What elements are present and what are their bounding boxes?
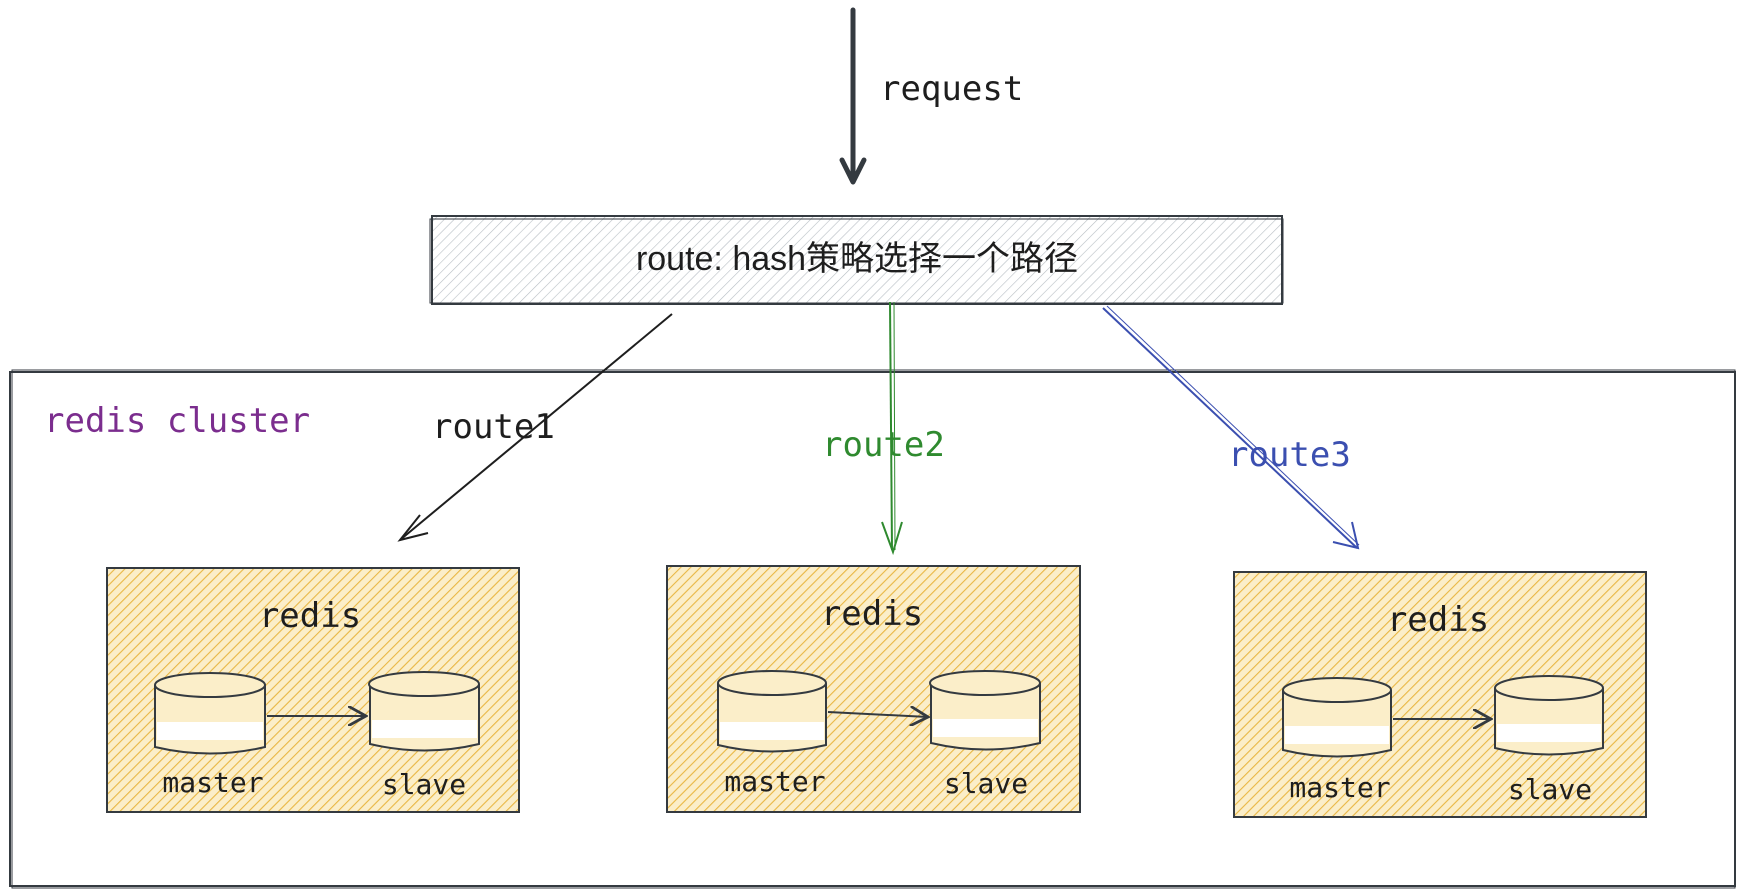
route2-arrow xyxy=(881,301,903,556)
route1-label: route1 xyxy=(432,407,555,447)
master-label: master xyxy=(724,765,825,798)
master-label: master xyxy=(162,766,263,799)
route1-arrow xyxy=(397,313,673,542)
route2-label: route2 xyxy=(822,425,945,465)
request-arrow xyxy=(839,7,867,185)
master-db-icon xyxy=(717,670,827,753)
redis-node-2[interactable]: redis master slave xyxy=(666,565,1081,813)
request-label: request xyxy=(880,69,1023,109)
slave-db-icon xyxy=(929,670,1041,751)
route3-label: route3 xyxy=(1228,435,1351,475)
redis-node-title: redis xyxy=(259,596,361,636)
slave-label: slave xyxy=(382,768,466,801)
slave-label: slave xyxy=(1508,773,1592,806)
redis-node-3[interactable]: redis master slave xyxy=(1233,571,1647,818)
cluster-label: redis cluster xyxy=(44,401,310,441)
route3-arrow xyxy=(1102,305,1360,550)
slave-label: slave xyxy=(944,767,1028,800)
router-box[interactable]: route: hash策略选择一个路径 xyxy=(429,215,1284,305)
redis-node-title: redis xyxy=(821,594,923,634)
router-label: route: hash策略选择一个路径 xyxy=(636,240,1078,278)
replication-arrow xyxy=(827,712,928,717)
slave-db-icon xyxy=(368,671,480,752)
redis-node-title: redis xyxy=(1387,600,1489,640)
master-db-icon xyxy=(154,672,266,755)
slave-db-icon xyxy=(1494,675,1604,756)
redis-cluster-container xyxy=(9,369,1736,889)
master-label: master xyxy=(1289,771,1390,804)
redis-node-1[interactable]: redis master slave xyxy=(106,567,520,813)
master-db-icon xyxy=(1282,677,1392,758)
